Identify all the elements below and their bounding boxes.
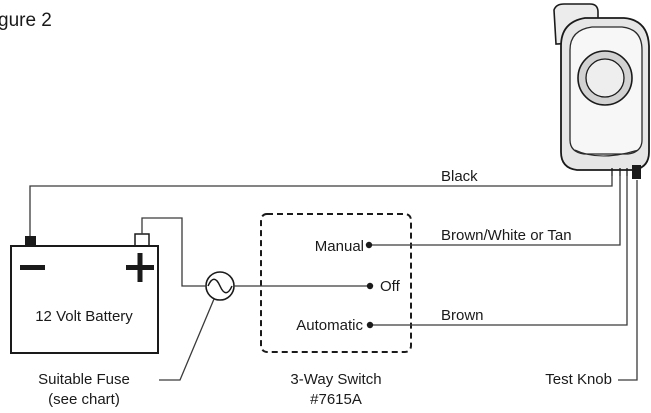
switch-automatic-label: Automatic xyxy=(296,317,363,334)
battery: 12 Volt Battery xyxy=(10,233,159,354)
brown-white-wire xyxy=(372,176,621,246)
bilge-pump-unit xyxy=(553,3,650,179)
switch-box xyxy=(260,213,412,353)
fuse xyxy=(205,271,235,301)
fuse-leader xyxy=(159,298,215,381)
switch-manual-terminal xyxy=(365,241,373,249)
test-knob-label: Test Knob xyxy=(545,371,612,388)
battery-label: 12 Volt Battery xyxy=(35,308,133,325)
fuse-element xyxy=(207,278,233,294)
brown-white-wire-label: Brown/White or Tan xyxy=(441,227,572,244)
battery-minus-symbol xyxy=(20,265,45,270)
battery-positive-terminal xyxy=(134,233,150,247)
positive-wire xyxy=(141,217,206,287)
brown-wire xyxy=(373,176,628,326)
fuse-label-line1: Suitable Fuse xyxy=(38,371,130,388)
battery-plus-vertical xyxy=(137,253,143,282)
black-wire-label: Black xyxy=(441,168,478,185)
battery-body xyxy=(10,245,159,354)
pump-float-center xyxy=(585,58,625,98)
switch-off-terminal xyxy=(366,282,374,290)
switch-manual-label: Manual xyxy=(315,238,364,255)
battery-negative-terminal xyxy=(25,236,36,246)
pump-face-base xyxy=(574,149,639,157)
switch-caption-line1: 3-Way Switch xyxy=(290,371,381,388)
switch-automatic-terminal xyxy=(366,321,374,329)
test-knob xyxy=(632,165,641,179)
switch-caption-line2: #7615A xyxy=(310,391,362,408)
black-wire xyxy=(29,176,613,236)
fuse-label-line2: (see chart) xyxy=(48,391,120,408)
switch-off-label: Off xyxy=(380,278,401,295)
brown-wire-label: Brown xyxy=(441,307,484,324)
test-knob-leader xyxy=(618,180,638,381)
figure-title: gure 2 xyxy=(0,10,52,31)
